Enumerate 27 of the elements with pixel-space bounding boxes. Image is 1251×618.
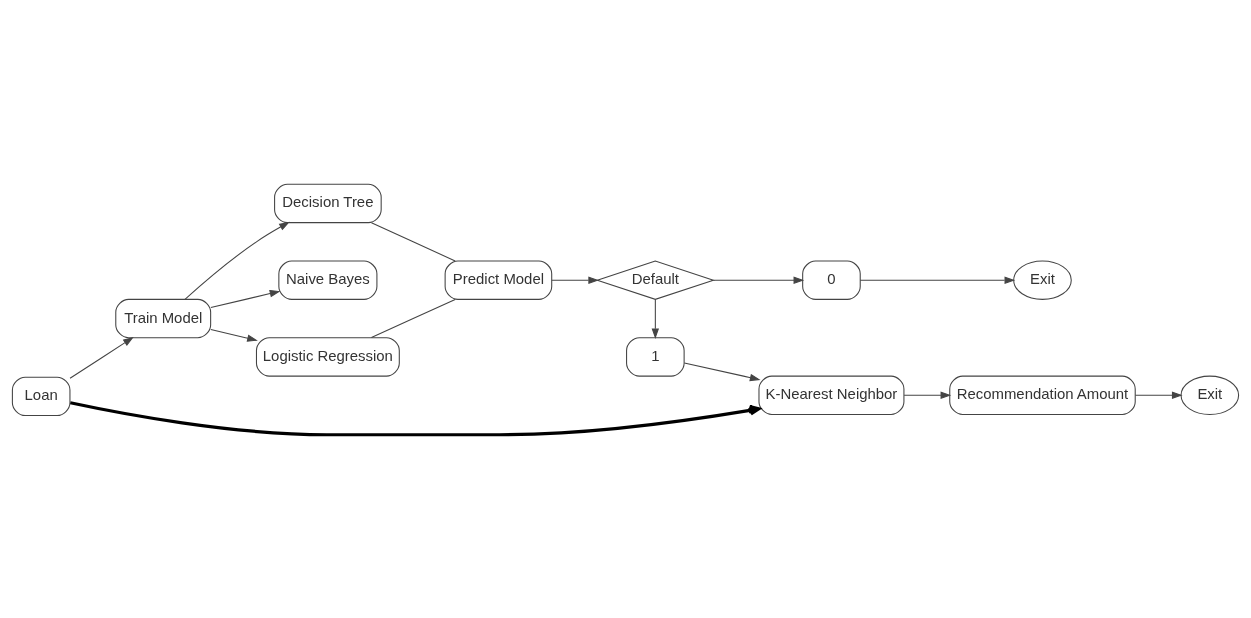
node-diamond: Default: [595, 259, 716, 300]
node-ellipse: Exit: [1013, 259, 1072, 300]
node-box: Predict Model: [444, 259, 553, 300]
node-box: Logistic Regression: [255, 336, 400, 377]
node-box: K-Nearest Neighbor: [758, 375, 905, 415]
node-ellipse: Exit: [1180, 375, 1240, 415]
arrow: [859, 275, 1016, 284]
arrow: [1134, 391, 1183, 399]
node-box: Decision Tree: [274, 183, 382, 223]
node-box: Loan: [11, 376, 71, 416]
arrow: [184, 221, 290, 300]
arrow: [712, 275, 805, 284]
node-box: Train Model: [115, 298, 212, 338]
connector: [370, 221, 456, 261]
arrow: [70, 400, 761, 436]
node-box: 1: [626, 336, 685, 377]
connector: [370, 298, 456, 338]
arrow: [551, 275, 600, 284]
arrow: [651, 298, 660, 339]
arrow: [210, 289, 281, 308]
node-box: 0: [802, 259, 861, 300]
node-box: Recommendation Amount: [949, 375, 1136, 415]
arrow: [210, 328, 258, 342]
arrow: [683, 362, 761, 381]
arrow: [69, 336, 134, 379]
arrow: [903, 391, 952, 399]
node-box: Naive Bayes: [278, 259, 378, 300]
